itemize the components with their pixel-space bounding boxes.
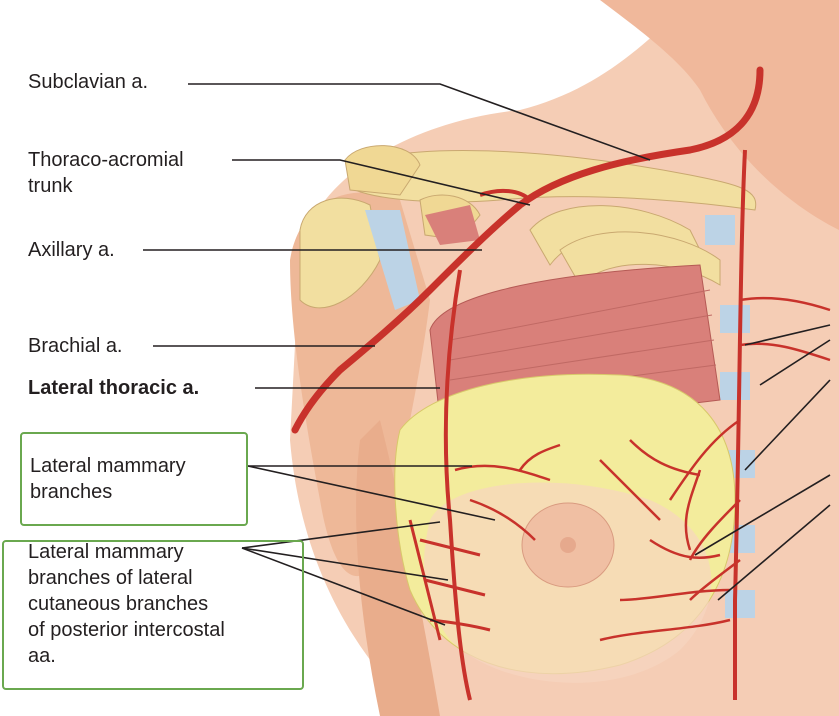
costal-cartilage bbox=[725, 590, 755, 618]
label-lateral-mammary: Lateral mammary bbox=[30, 454, 186, 478]
label-brachial: Brachial a. bbox=[28, 334, 123, 358]
label-lateral-cutaneous-5: aa. bbox=[28, 644, 56, 668]
label-axillary: Axillary a. bbox=[28, 238, 115, 262]
label-lateral-cutaneous-3: cutaneous branches bbox=[28, 592, 208, 616]
label-lateral-cutaneous-1: Lateral mammary bbox=[28, 540, 184, 564]
label-lateral-mammary-2: branches bbox=[30, 480, 112, 504]
label-thoraco-acromial-2: trunk bbox=[28, 174, 72, 198]
nipple bbox=[560, 537, 576, 553]
costal-cartilage bbox=[705, 215, 735, 245]
label-lateral-thoracic: Lateral thoracic a. bbox=[28, 376, 199, 400]
label-lateral-cutaneous-4: of posterior intercostal bbox=[28, 618, 225, 642]
highlight-box-lateral-mammary bbox=[20, 432, 248, 526]
costal-cartilage bbox=[720, 305, 750, 333]
label-lateral-cutaneous-2: branches of lateral bbox=[28, 566, 193, 590]
costal-cartilage bbox=[720, 372, 750, 400]
label-subclavian: Subclavian a. bbox=[28, 70, 148, 94]
label-thoraco-acromial: Thoraco-acromial bbox=[28, 148, 184, 172]
